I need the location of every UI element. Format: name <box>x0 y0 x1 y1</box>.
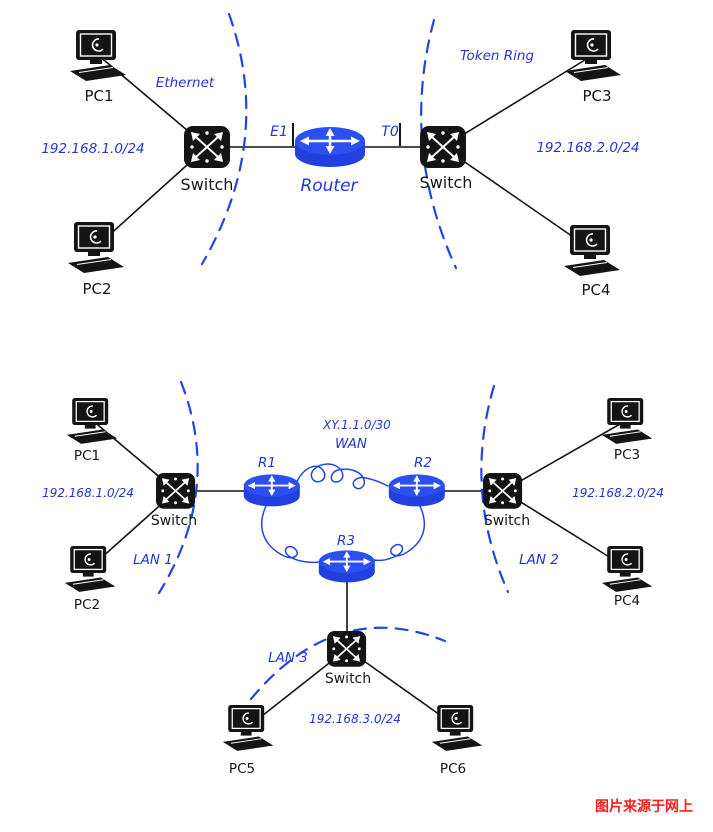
link-right-switch-pc3 <box>442 54 594 148</box>
router-label: Router <box>300 176 358 196</box>
pc6-icon <box>431 704 483 752</box>
wan-label: WAN <box>335 436 367 452</box>
link-right-switch-pc4 <box>442 146 593 251</box>
bottom-diagram: PC1 PC2 PC3 PC4 PC5 PC6 Switch Switch Sw… <box>42 380 664 777</box>
link-right-switch-pc4 <box>502 490 628 569</box>
subnet-right-label: 192.168.2.0/24 <box>572 486 664 500</box>
router-icon <box>293 125 367 169</box>
pc4-icon <box>601 545 653 593</box>
subnet-bottom-label: 192.168.3.0/24 <box>309 712 401 726</box>
left-switch-icon <box>155 472 196 510</box>
r1-router-icon <box>242 473 301 508</box>
pc6-label: PC6 <box>440 761 466 777</box>
pc1-label: PC1 <box>74 448 100 464</box>
image-credit-text: 图片来源于网上 <box>595 798 693 815</box>
lan2-boundary-arc <box>480 384 510 594</box>
pc2-label: PC2 <box>74 597 100 613</box>
wan-squiggle-r1-r3 <box>261 505 321 564</box>
pc1-icon <box>66 397 118 445</box>
r2-label: R2 <box>414 455 432 471</box>
lan2-label: LAN 2 <box>519 552 559 568</box>
pc3-icon <box>564 29 622 82</box>
lan1-label: LAN 1 <box>133 552 173 568</box>
subnet-right-label: 192.168.2.0/24 <box>536 140 639 156</box>
pc3-label: PC3 <box>614 447 640 463</box>
wan-subnet-label: XY.1.1.0/30 <box>322 418 391 432</box>
interface-e1-label: E1 <box>270 124 288 140</box>
right-switch-icon <box>482 472 523 510</box>
pc2-label: PC2 <box>82 280 111 298</box>
left-switch-label: Switch <box>151 513 197 529</box>
pc4-label: PC4 <box>614 593 640 609</box>
lan3-label: LAN 3 <box>268 650 308 666</box>
pc3-icon <box>601 397 653 445</box>
left-switch-label: Switch <box>181 175 234 194</box>
token-ring-label: Token Ring <box>460 48 534 64</box>
pc5-icon <box>222 704 274 752</box>
pc3-label: PC3 <box>582 87 611 105</box>
left-switch-icon <box>183 125 231 169</box>
link-right-switch-pc3 <box>502 419 628 492</box>
ethernet-boundary-arc <box>200 12 248 266</box>
r3-label: R3 <box>337 533 355 549</box>
interface-t0-label: T0 <box>381 124 399 140</box>
lan1-boundary-arc <box>157 380 199 595</box>
right-switch-label: Switch <box>484 513 530 529</box>
pc5-label: PC5 <box>229 761 255 777</box>
right-switch-icon <box>419 125 467 169</box>
r1-label: R1 <box>258 455 276 471</box>
r3-router-icon <box>317 549 376 584</box>
pc4-icon <box>563 224 621 277</box>
bottom-switch-label: Switch <box>325 671 371 687</box>
wan-squiggle-r2-r3 <box>373 505 425 562</box>
pc1-label: PC1 <box>84 87 113 105</box>
ethernet-label: Ethernet <box>156 75 215 91</box>
wan-squiggle-r1-r2 <box>295 463 389 490</box>
pc4-label: PC4 <box>581 281 610 299</box>
top-diagram: PC1 PC2 PC3 PC4 Switch Switch Router Eth… <box>41 12 640 299</box>
right-switch-label: Switch <box>420 173 473 192</box>
r2-router-icon <box>387 473 446 508</box>
pc1-icon <box>69 29 127 82</box>
subnet-left-label: 192.168.1.0/24 <box>41 141 144 157</box>
subnet-left-label: 192.168.1.0/24 <box>42 486 134 500</box>
bottom-switch-icon <box>326 630 367 668</box>
